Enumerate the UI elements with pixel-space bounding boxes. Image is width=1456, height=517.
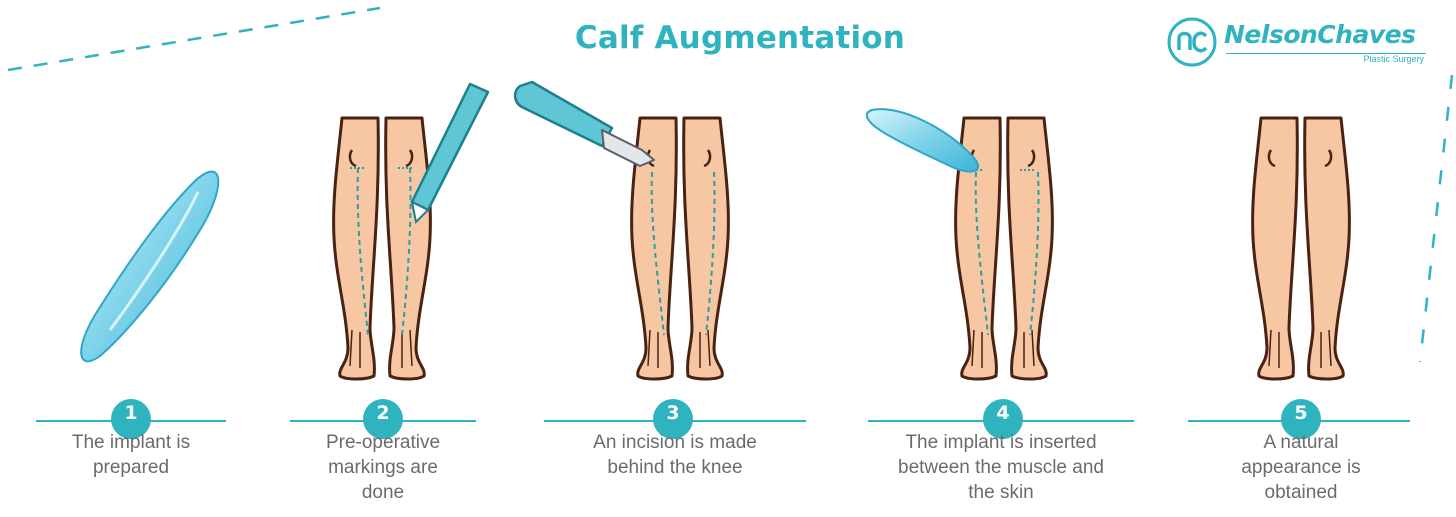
brand-name: NelsonChaves	[1224, 20, 1415, 49]
step-caption-4: The implant is inserted between the musc…	[858, 430, 1144, 505]
legs-illustration-2	[334, 118, 431, 379]
brand-tagline: Plastic Surgery	[1334, 54, 1424, 64]
step-caption-2: Pre-operative markings are done	[283, 430, 483, 505]
legs-icon	[1253, 118, 1350, 379]
step-caption-3: An incision is made behind the knee	[544, 430, 806, 480]
step-caption-5: A natural appearance is obtained	[1199, 430, 1403, 505]
step-caption-1: The implant is prepared	[31, 430, 231, 480]
dashed-line-right	[1420, 75, 1452, 362]
implant-icon	[81, 172, 218, 362]
page-title: Calf Augmentation	[540, 20, 940, 56]
brand-logo: NelsonChaves Plastic Surgery	[1166, 16, 1436, 72]
scalpel-icon	[515, 82, 654, 166]
dashed-line-top	[8, 8, 380, 70]
nc-monogram-icon	[1166, 16, 1218, 68]
